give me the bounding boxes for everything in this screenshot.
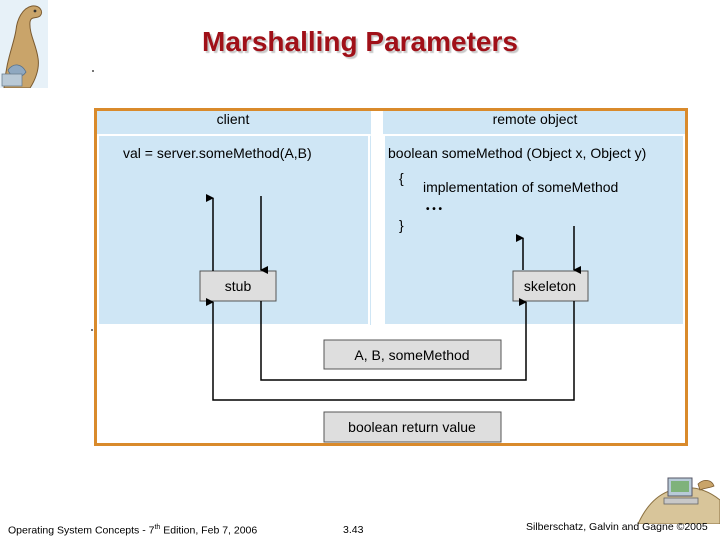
footer-page-number: 3.43 — [343, 524, 364, 536]
stub-label: stub — [225, 278, 252, 294]
return-value-box — [323, 411, 502, 443]
parameters-path-arrow — [260, 298, 527, 381]
return-path-arrow — [206, 298, 575, 401]
page-title: Marshalling Parameters — [202, 26, 518, 57]
skeleton-label: skeleton — [524, 278, 576, 294]
footer-superscript: th — [154, 524, 161, 531]
client-call-code: val = server.someMethod(A,B) — [123, 145, 312, 161]
footer-book-text: Operating System Concepts - 7 — [8, 524, 155, 537]
marshalling-diagram: client remote object val = server.someMe… — [94, 108, 688, 446]
footer-book-title: Operating System Concepts - 7th Edition,… — [8, 524, 257, 537]
decorative-dot — [91, 329, 93, 331]
footer-copyright: Silberschatz, Galvin and Gagne ©2005 — [526, 521, 708, 533]
parameters-message-box — [323, 339, 502, 370]
remote-object-label: remote object — [493, 111, 578, 127]
close-brace: } — [399, 217, 404, 233]
skeleton-box — [512, 270, 589, 302]
footer-edition-text: Edition, Feb 7, 2006 — [160, 524, 258, 537]
dinosaur-computer-icon — [638, 477, 720, 524]
dinosaur-logo-icon — [0, 0, 48, 88]
ellipsis: • • • — [426, 204, 443, 215]
client-label: client — [217, 111, 250, 127]
open-brace: { — [399, 170, 404, 186]
stub-box — [199, 270, 277, 302]
return-value-label: boolean return value — [348, 419, 476, 435]
parameters-message-label: A, B, someMethod — [354, 347, 469, 363]
implementation-text: implementation of someMethod — [423, 179, 618, 195]
remote-method-signature: boolean someMethod (Object x, Object y) — [388, 145, 646, 161]
decorative-dot — [92, 70, 94, 72]
